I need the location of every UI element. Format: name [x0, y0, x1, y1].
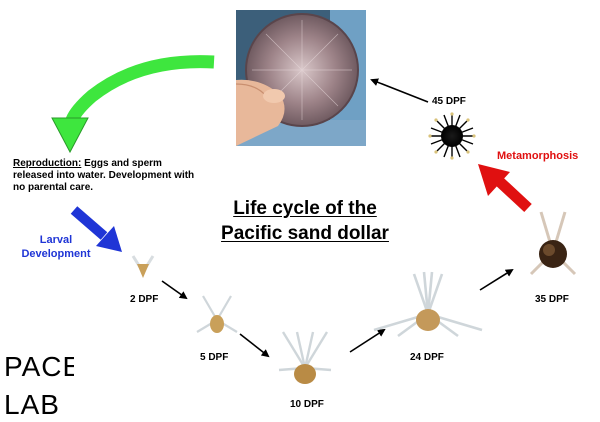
- stage-label-5-dpf: 5 DPF: [200, 352, 229, 363]
- reproduction-heading: Reproduction:: [13, 158, 82, 169]
- title-line-2: Pacific sand dollar: [221, 223, 389, 244]
- reproduction-text: Eggs and sperm released into water. Deve…: [13, 158, 195, 193]
- pace-lab-logo: PACE LAB: [4, 348, 74, 420]
- larval-line-1: Larval: [39, 234, 73, 246]
- larva-2-dpf: [131, 255, 155, 278]
- larva-5-dpf: [196, 295, 238, 333]
- stage-label-10-dpf: 10 DPF: [290, 399, 324, 410]
- diagram-title: Life cycle of the Pacific sand dollar: [190, 196, 420, 246]
- arrow-45-to-adult: [370, 78, 429, 103]
- arrow-24-to-35: [479, 268, 514, 291]
- pace-lab-logo-graphic: PACE LAB: [4, 350, 74, 420]
- larva-24-dpf: [373, 271, 483, 338]
- larval-line-2: Development: [21, 248, 91, 260]
- reproduction-note: Reproduction: Eggs and sperm released in…: [13, 158, 203, 194]
- juvenile-45-dpf: [428, 112, 476, 160]
- stage-label-2-dpf: 2 DPF: [130, 294, 159, 305]
- logo-row-pace: PACE: [4, 351, 74, 382]
- stage-label-35-dpf: 35 DPF: [535, 294, 569, 305]
- title-line-1: Life cycle of the: [233, 198, 377, 219]
- adult-sand-dollar-photo: [235, 10, 366, 146]
- green-reproduction-arrow: [51, 55, 215, 154]
- arrow-10-to-24: [349, 328, 386, 353]
- arrow-2-to-5: [161, 280, 188, 300]
- larva-10-dpf: [278, 331, 332, 384]
- arrow-5-to-10: [239, 333, 270, 358]
- stage-arrows: [161, 78, 514, 358]
- stage-label-45-dpf: 45 DPF: [432, 96, 466, 107]
- stage-label-24-dpf: 24 DPF: [410, 352, 444, 363]
- larval-development-label: Larval Development: [12, 233, 100, 261]
- blue-larval-arrow: [70, 206, 122, 252]
- larva-35-dpf: [529, 211, 577, 276]
- metamorphosis-label: Metamorphosis: [497, 150, 579, 162]
- red-metamorphosis-arrow: [478, 164, 532, 213]
- logo-row-lab: LAB: [4, 389, 60, 420]
